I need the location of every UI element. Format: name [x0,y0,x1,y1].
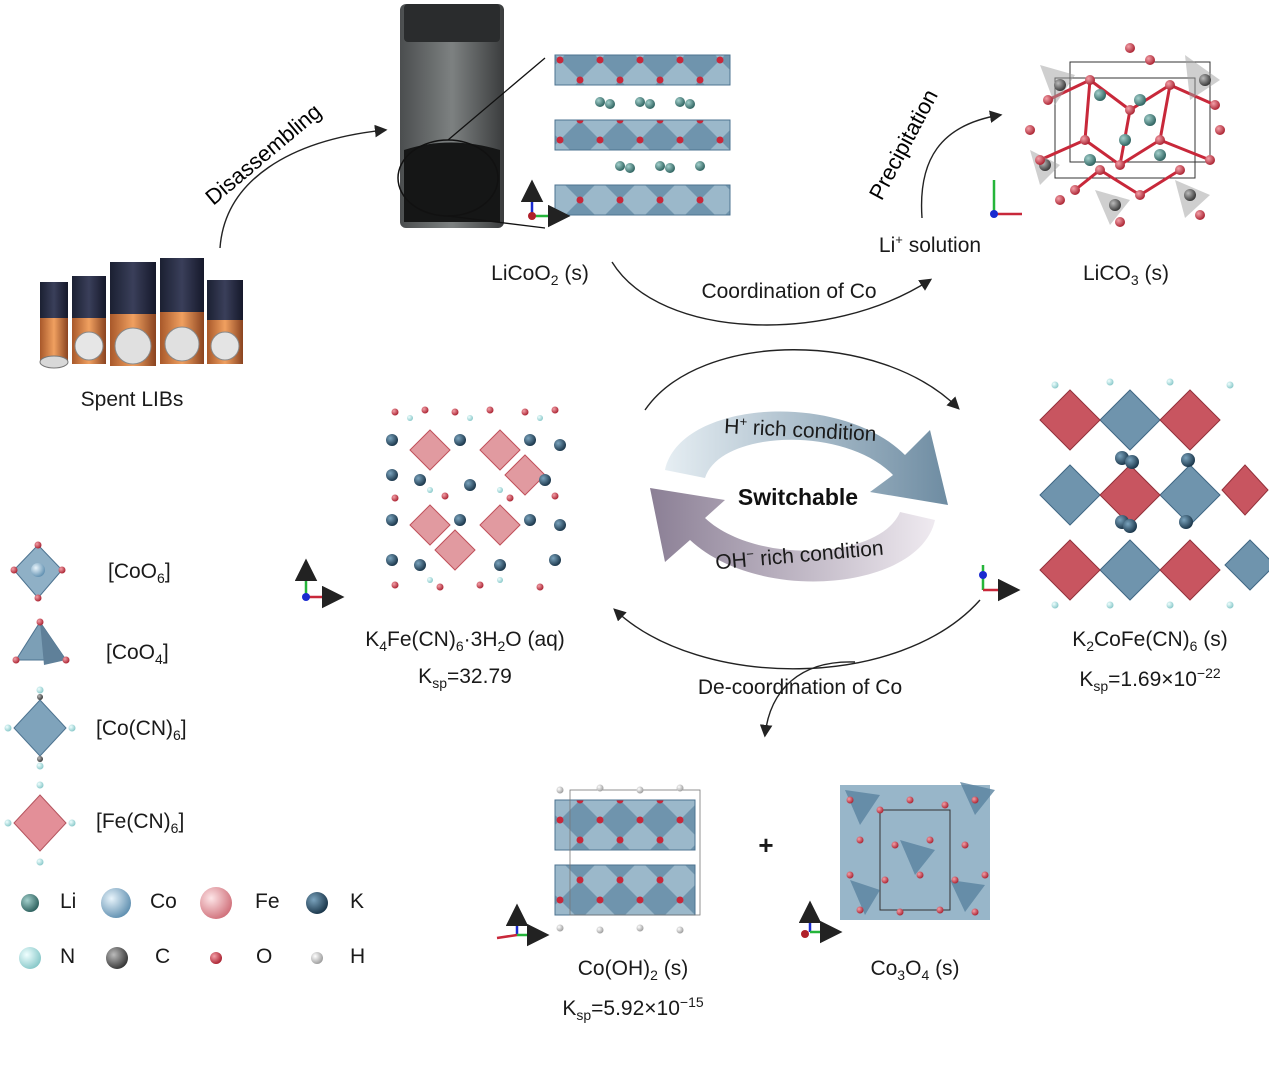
legend-o-label: O [256,945,273,968]
o-atom-icon [210,952,222,964]
co3o4-label: Co3O4 (s) [870,957,960,984]
lico3-label: LiCO3 (s) [1083,262,1169,289]
precipitation-label: Precipitation [864,85,943,204]
precipitation-arrow [920,110,1003,219]
coordination-arrow-top [611,261,933,326]
c-atom-icon [106,947,128,969]
axes-k2cofe [979,565,1021,602]
disassembling-label: Disassembling [200,99,326,210]
switchable-label: Switchable [738,484,858,510]
legend-coo4-label: [CoO4] [106,641,169,668]
axes-lico3 [990,180,1022,218]
decoordination-label: De-coordination of Co [697,676,903,699]
spent-libs-label: Spent LIBs [80,388,184,411]
k2cofe-structure [1039,378,1269,609]
legend-co-label: Co [150,890,177,913]
legend-n-label: N [60,945,76,968]
legend-coo6-label: [CoO6] [108,560,171,587]
decoordination-arrow-branch [759,661,856,738]
legend-c-label: C [155,945,171,968]
licoo2-label: LiCoO2 (s) [491,262,589,289]
li-atom-icon [21,894,39,912]
axes-co3o4 [798,900,843,944]
legend-fe-label: Fe [255,890,280,913]
coordination-label: Coordination of Co [701,280,877,303]
co-atom-icon [101,888,131,918]
axes-cooh2 [496,903,550,947]
legend-fecn6-label: [Fe(CN)6] [96,810,185,837]
cooh2-structure [554,784,701,934]
k2cofe-label: K2CoFe(CN)6 (s) [1072,628,1228,655]
k4fe-label: K4Fe(CN)6·3H2O (aq) [365,628,565,655]
legend-cocn6-icon [4,686,76,770]
fe-atom-icon [200,887,232,919]
cooh2-label: Co(OH)2 (s) [577,957,689,984]
legend-cocn6-label: [Co(CN)6] [96,717,187,744]
k4fe-structure [386,406,566,591]
legend-coo4-icon [12,618,70,665]
vial-photo [397,4,546,229]
h-atom-icon [311,952,323,964]
n-atom-icon [19,947,41,969]
coordination-arrow-mid [644,349,960,411]
co3o4-structure [840,782,995,920]
legend-fecn6-icon [4,781,76,866]
oh-rich-arrow [650,488,935,582]
switchable-cycle [650,411,948,582]
lico3-structure [1025,43,1225,227]
k2cofe-ksp-label: Ksp=1.69×10−22 [1079,665,1221,695]
plus-sign: + [758,830,774,860]
h-rich-arrow [665,411,948,505]
axes-k4fe [294,558,345,609]
axes-licoo2 [520,179,571,228]
spent-libs-image [39,258,243,369]
k-atom-icon [306,892,328,914]
legend-coo6-icon [10,541,66,602]
legend-k-label: K [350,890,365,913]
k4fe-ksp-label: Ksp=32.79 [418,665,512,692]
decoordination-arrow-main [613,599,981,670]
cooh2-ksp-label: Ksp=5.92×10−15 [562,994,704,1024]
li-solution-label: Li+ solution [878,232,982,257]
licoo2-structure [554,54,731,216]
legend-li-label: Li [60,890,77,913]
legend-h-label: H [350,945,366,968]
disassembling-arrow [219,124,388,249]
